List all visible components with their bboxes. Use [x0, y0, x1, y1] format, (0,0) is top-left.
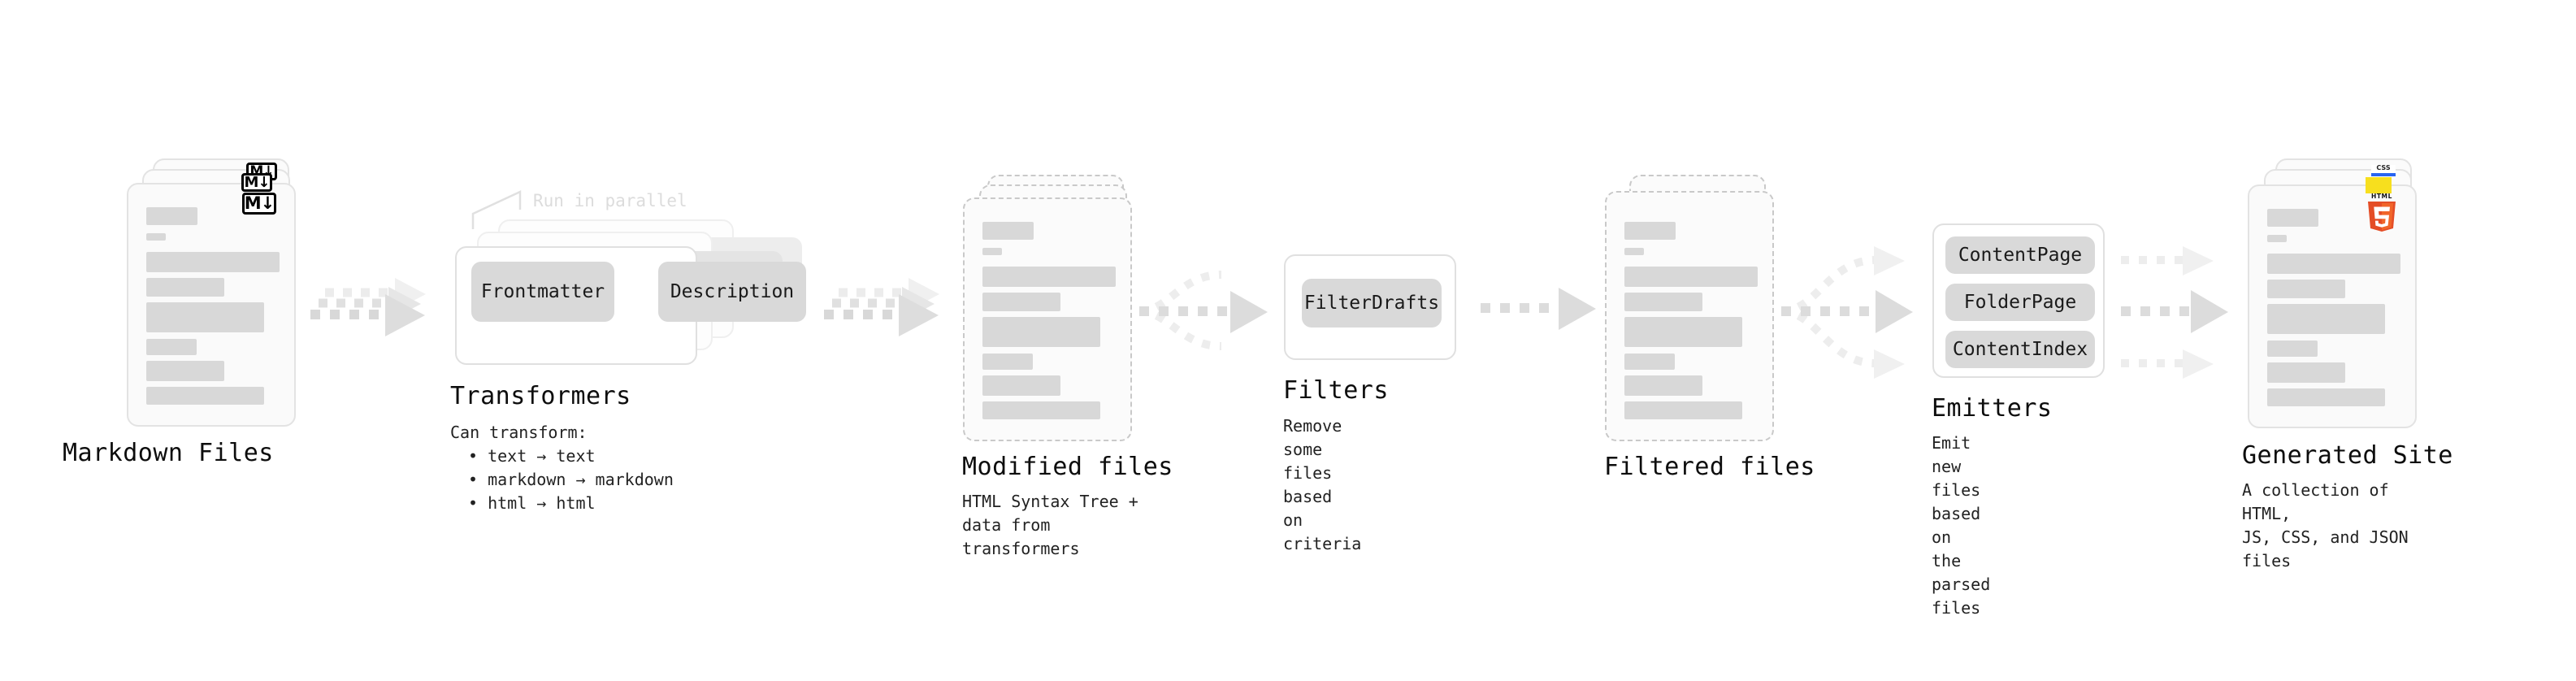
markdown-card-stack: M↓ M↓ M↓ — [122, 158, 317, 435]
skeleton-bar — [982, 354, 1033, 370]
stage-title-transformers: Transformers — [450, 382, 631, 410]
skeleton-bar — [146, 302, 264, 332]
skeleton-bar — [1624, 293, 1702, 311]
stage-subtitle-filters: Remove some files based on criteria — [1283, 416, 1362, 553]
filter-pill-filterdrafts[interactable]: FilterDrafts — [1302, 279, 1442, 327]
filtered-card-stack — [1605, 175, 1792, 443]
stage-title-filters: Filters — [1283, 376, 1389, 405]
transform-capability-list: Can transform: text → text markdown → ma… — [450, 421, 674, 515]
run-in-parallel-label: Run in parallel — [533, 191, 687, 210]
stage-markdown-files: M↓ M↓ M↓ Markdown Files — [63, 158, 317, 467]
skeleton-bar — [2267, 280, 2345, 298]
transform-lead: Can transform: — [450, 423, 588, 442]
filtered-card-front — [1605, 191, 1774, 441]
stage-filtered-files: Filtered files — [1604, 175, 1815, 481]
skeleton-bar — [2267, 388, 2385, 406]
arrow-emitters-to-site — [2121, 246, 2228, 379]
skeleton-bar — [2267, 304, 2385, 334]
skeleton-bar — [982, 222, 1034, 240]
js-badge — [2366, 177, 2392, 193]
skeleton-bar — [1624, 248, 1644, 255]
stage-title-markdown-files: Markdown Files — [63, 439, 274, 467]
skeleton-bar — [2267, 340, 2318, 357]
svg-text:HTML: HTML — [2371, 193, 2392, 200]
skeleton-bar — [146, 207, 197, 225]
css-badge-label: CSS — [2376, 164, 2391, 171]
html5-icon: HTML — [2368, 193, 2396, 232]
arrow-filtered-to-emitters — [1780, 246, 1913, 379]
transform-items: text → text markdown → markdown html → h… — [450, 445, 674, 515]
skeleton-bar — [2267, 209, 2318, 227]
skeleton-bar — [1624, 317, 1742, 347]
filters-panel: FilterDrafts — [1284, 254, 1456, 360]
transform-item: html → html — [468, 492, 674, 515]
skeleton-bar — [982, 267, 1116, 287]
stage-subtitle-generated-site: A collection of HTML, JS, CSS, and JSON … — [2242, 480, 2409, 570]
skeleton-bar — [1624, 354, 1675, 370]
modified-card-stack — [963, 175, 1150, 443]
transformer-pill-frontmatter[interactable]: Frontmatter — [471, 262, 614, 322]
arrow-filters-to-filtered — [1481, 288, 1596, 330]
arrow-modified-to-filters — [1138, 271, 1268, 350]
stage-title-modified-files: Modified files — [962, 453, 1173, 481]
skeleton-bar — [146, 252, 280, 272]
css-badge-bar — [2371, 173, 2396, 176]
stage-subtitle-emitters: Emit new files based on the parsed files — [1932, 433, 1991, 618]
skeleton-bar — [1624, 375, 1702, 396]
skeleton-bar — [146, 233, 166, 241]
skeleton-bar — [1624, 222, 1676, 240]
transform-item: text → text — [468, 445, 674, 468]
skeleton-bar — [982, 401, 1100, 419]
stage-title-emitters: Emitters — [1932, 394, 2053, 423]
skeleton-bar — [1624, 401, 1742, 419]
stage-generated-site: CSS HTML Generated Site A collection of … — [2242, 158, 2452, 570]
skeleton-bar — [982, 375, 1060, 396]
stage-modified-files: Modified files HTML Syntax Tree + data f… — [962, 175, 1173, 558]
stage-title-filtered-files: Filtered files — [1604, 453, 1815, 481]
skeleton-bar — [146, 339, 197, 355]
run-in-parallel-bracket — [471, 190, 522, 229]
modified-card-front — [963, 197, 1132, 441]
skeleton-bar — [1624, 267, 1758, 287]
skeleton-bar — [982, 317, 1100, 347]
skeleton-bar — [146, 387, 264, 405]
emitter-pill-folderpage[interactable]: FolderPage — [1945, 284, 2095, 321]
skeleton-bar — [2267, 362, 2345, 383]
markdown-badge-back-1: M↓ — [241, 173, 272, 192]
emitter-pill-contentpage[interactable]: ContentPage — [1945, 236, 2095, 274]
site-card-stack: CSS HTML — [2243, 158, 2446, 439]
arrow-transformers-to-modified — [824, 278, 939, 336]
emitter-pill-contentindex[interactable]: ContentIndex — [1945, 331, 2095, 368]
transform-item: markdown → markdown — [468, 468, 674, 492]
skeleton-bar — [982, 293, 1060, 311]
stage-subtitle-modified-files: HTML Syntax Tree + data from transformer… — [962, 492, 1138, 558]
skeleton-bar — [2267, 235, 2287, 242]
skeleton-bar — [146, 278, 224, 297]
arrow-markdown-to-transformers — [310, 278, 426, 336]
css-badge: CSS — [2371, 165, 2396, 179]
stage-title-generated-site: Generated Site — [2242, 441, 2453, 470]
skeleton-bar — [982, 248, 1002, 255]
skeleton-bar — [2267, 254, 2400, 274]
markdown-card-front — [127, 183, 296, 427]
skeleton-bar — [146, 361, 224, 381]
markdown-badge-front: M↓ — [242, 193, 276, 215]
emitters-panel: ContentPage FolderPage ContentIndex — [1932, 223, 2105, 378]
transformer-pill-description[interactable]: Description — [658, 262, 806, 322]
